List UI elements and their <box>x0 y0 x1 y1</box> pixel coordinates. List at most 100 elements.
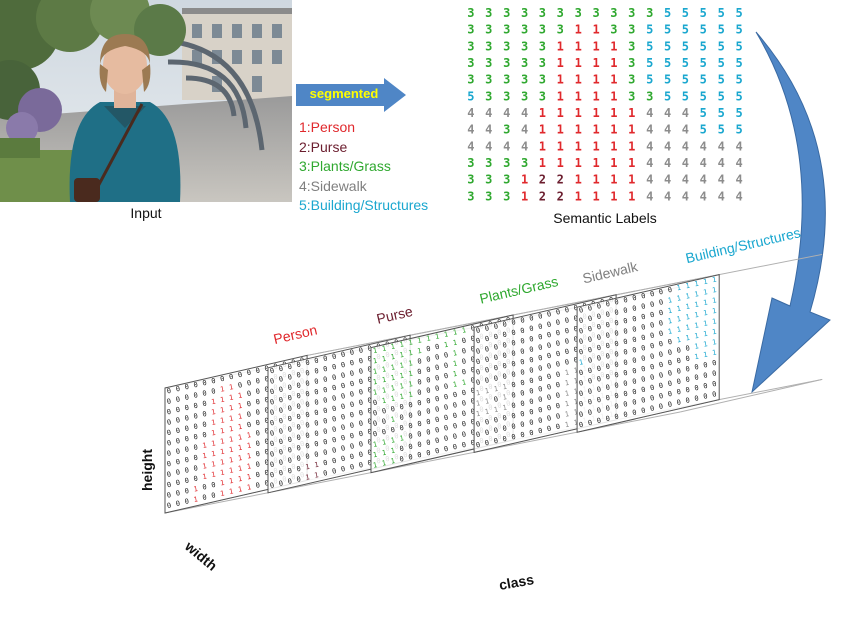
tensor-cell: 0 <box>340 455 346 464</box>
label-cell: 4 <box>646 139 653 153</box>
tensor-cell: 0 <box>443 382 449 391</box>
label-cell: 5 <box>718 56 725 70</box>
tensor-cell: 0 <box>305 421 311 430</box>
tensor-cell: 1 <box>228 456 234 465</box>
tensor-cell: 0 <box>255 450 261 459</box>
label-cell: 3 <box>646 89 653 103</box>
tensor-cell: 1 <box>237 475 243 484</box>
label-cell: 4 <box>664 123 671 137</box>
tensor-cell: 1 <box>475 410 481 419</box>
tensor-cell: 0 <box>166 387 172 396</box>
tensor-cell: 1 <box>452 339 458 348</box>
tensor-cell: 0 <box>264 427 270 436</box>
building-shape <box>182 8 292 100</box>
tensor-cell: 1 <box>390 384 396 393</box>
label-cell: 1 <box>610 156 617 170</box>
tensor-cell: 0 <box>605 383 611 392</box>
tensor-cell: 1 <box>564 389 570 398</box>
tensor-cell: 0 <box>417 441 423 450</box>
tensor-cell: 0 <box>349 453 355 462</box>
tensor-cell: 0 <box>367 428 373 437</box>
tensor-cell: 0 <box>452 391 458 400</box>
tensor-cell: 0 <box>484 335 490 344</box>
tensor-cell: 0 <box>484 366 490 375</box>
tensor-cell: 0 <box>305 452 311 461</box>
tensor-cell: 1 <box>703 288 709 297</box>
tensor-cell: 1 <box>211 418 217 427</box>
tensor-cell: 0 <box>694 394 700 403</box>
label-cell: 3 <box>467 6 474 20</box>
tensor-cell: 0 <box>502 352 508 361</box>
label-cell: 1 <box>557 73 564 87</box>
tensor-cell: 0 <box>578 390 584 399</box>
tensor-cell: 0 <box>372 399 378 408</box>
tensor-cell: 0 <box>417 388 423 397</box>
tensor-cell: 0 <box>578 410 584 419</box>
tensor-cell: 0 <box>546 362 552 371</box>
tensor-cell: 0 <box>426 366 432 375</box>
tensor-cell: 0 <box>358 430 364 439</box>
tensor-cell: 0 <box>502 320 508 329</box>
tensor-cell: 0 <box>340 465 346 474</box>
tensor-cell: 1 <box>228 383 234 392</box>
tensor-cell: 1 <box>408 391 414 400</box>
tensor-cell: 1 <box>685 292 691 301</box>
tensor-cell: 0 <box>269 398 275 407</box>
tensor-cell: 1 <box>237 423 243 432</box>
tensor-cell: 0 <box>587 398 593 407</box>
tensor-cell: 0 <box>667 390 673 399</box>
tensor-cell: 0 <box>381 428 387 437</box>
tensor-cell: 0 <box>676 388 682 397</box>
label-cell: 1 <box>592 156 599 170</box>
tensor-cell: 1 <box>484 408 490 417</box>
label-cell: 3 <box>485 23 492 37</box>
tensor-cell: 1 <box>573 398 579 407</box>
tensor-cell: 0 <box>641 396 647 405</box>
tensor-cell: 0 <box>573 314 579 323</box>
tensor-cell: 1 <box>228 466 234 475</box>
tensor-cell: 0 <box>685 344 691 353</box>
tensor-cell: 0 <box>426 439 432 448</box>
tensor-cell: 0 <box>520 400 526 409</box>
tensor-cell: 1 <box>390 343 396 352</box>
tensor-cell: 0 <box>269 450 275 459</box>
tensor-cell: 0 <box>184 477 190 486</box>
tensor-cell: 0 <box>641 313 647 322</box>
label-cell: 4 <box>467 123 474 137</box>
tensor-cell: 1 <box>703 330 709 339</box>
label-cell: 3 <box>485 89 492 103</box>
label-cell: 1 <box>592 89 599 103</box>
tensor-cell: 0 <box>426 376 432 385</box>
tensor-cell: 0 <box>538 364 544 373</box>
tensor-cell: 0 <box>605 394 611 403</box>
tensor-cell: 0 <box>546 383 552 392</box>
label-cell: 4 <box>735 156 742 170</box>
tensor-cell: 1 <box>246 442 252 451</box>
label-cell: 1 <box>557 89 564 103</box>
tensor-cell: 0 <box>390 405 396 414</box>
label-cell: 5 <box>700 6 707 20</box>
tensor-cell: 0 <box>166 491 172 500</box>
tensor-cell: 1 <box>193 485 199 494</box>
tensor-cell: 0 <box>529 345 535 354</box>
tensor-cell: 0 <box>538 312 544 321</box>
tensor-cell: 0 <box>202 421 208 430</box>
tensor-cell: 0 <box>367 438 373 447</box>
tensor-cell: 1 <box>399 382 405 391</box>
tensor-cell: 0 <box>623 369 629 378</box>
tensor-cell: 1 <box>417 336 423 345</box>
input-photo <box>0 0 292 202</box>
legend-item-plants: 3:Plants/Grass <box>299 158 391 174</box>
legend-item-sidewalk: 4:Sidewalk <box>299 177 367 194</box>
tensor-cell: 1 <box>246 431 252 440</box>
tensor-cell: 0 <box>184 445 190 454</box>
tensor-cell: 0 <box>555 350 561 359</box>
tensor-cell: 0 <box>649 363 655 372</box>
tensor-cell: 0 <box>712 380 718 389</box>
tensor-cell: 0 <box>166 470 172 479</box>
tensor-cell: 1 <box>372 461 378 470</box>
tensor-cell: 1 <box>228 487 234 496</box>
tensor-cell: 1 <box>461 326 467 335</box>
tensor-cell: 0 <box>596 365 602 374</box>
tensor-cell: 0 <box>269 429 275 438</box>
